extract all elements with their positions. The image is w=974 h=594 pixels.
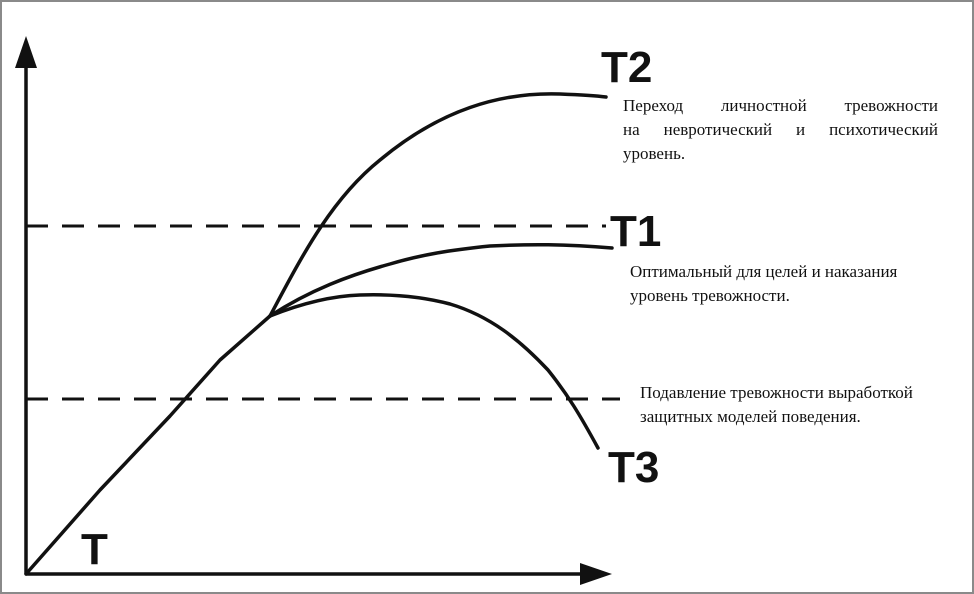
note-t2-line-1: Переход личностной тревожности xyxy=(623,96,938,115)
curve-label-t2: T2 xyxy=(601,43,653,92)
curve-t1 xyxy=(268,242,614,318)
curve-label-t1: T1 xyxy=(610,207,662,256)
x-axis-arrow-icon xyxy=(580,563,612,585)
note-t1: Оптимальный для целей и наказания уровен… xyxy=(630,260,960,308)
curve-t2 xyxy=(268,92,608,318)
curve-t3 xyxy=(268,293,600,450)
note-t2: Переход личностной тревожности на неврот… xyxy=(623,94,938,166)
y-axis-arrow-icon xyxy=(15,36,37,68)
note-t3-line-2: защитных моделей поведения. xyxy=(640,407,861,426)
note-t2-line-2: на невротический и психотический xyxy=(623,120,938,139)
note-t1-line-1: Оптимальный для целей и наказания xyxy=(630,262,898,281)
note-t2-line-3: уровень. xyxy=(623,144,686,163)
note-t1-line-2: уровень тревожности. xyxy=(630,286,790,305)
curve-label-t3: T3 xyxy=(608,443,660,492)
note-t3-line-1: Подавление тревожности выработкой xyxy=(640,383,913,402)
common-rise-curve xyxy=(24,314,272,576)
origin-label: T xyxy=(81,525,108,574)
note-t3: Подавление тревожности выработкой защитн… xyxy=(640,381,966,429)
